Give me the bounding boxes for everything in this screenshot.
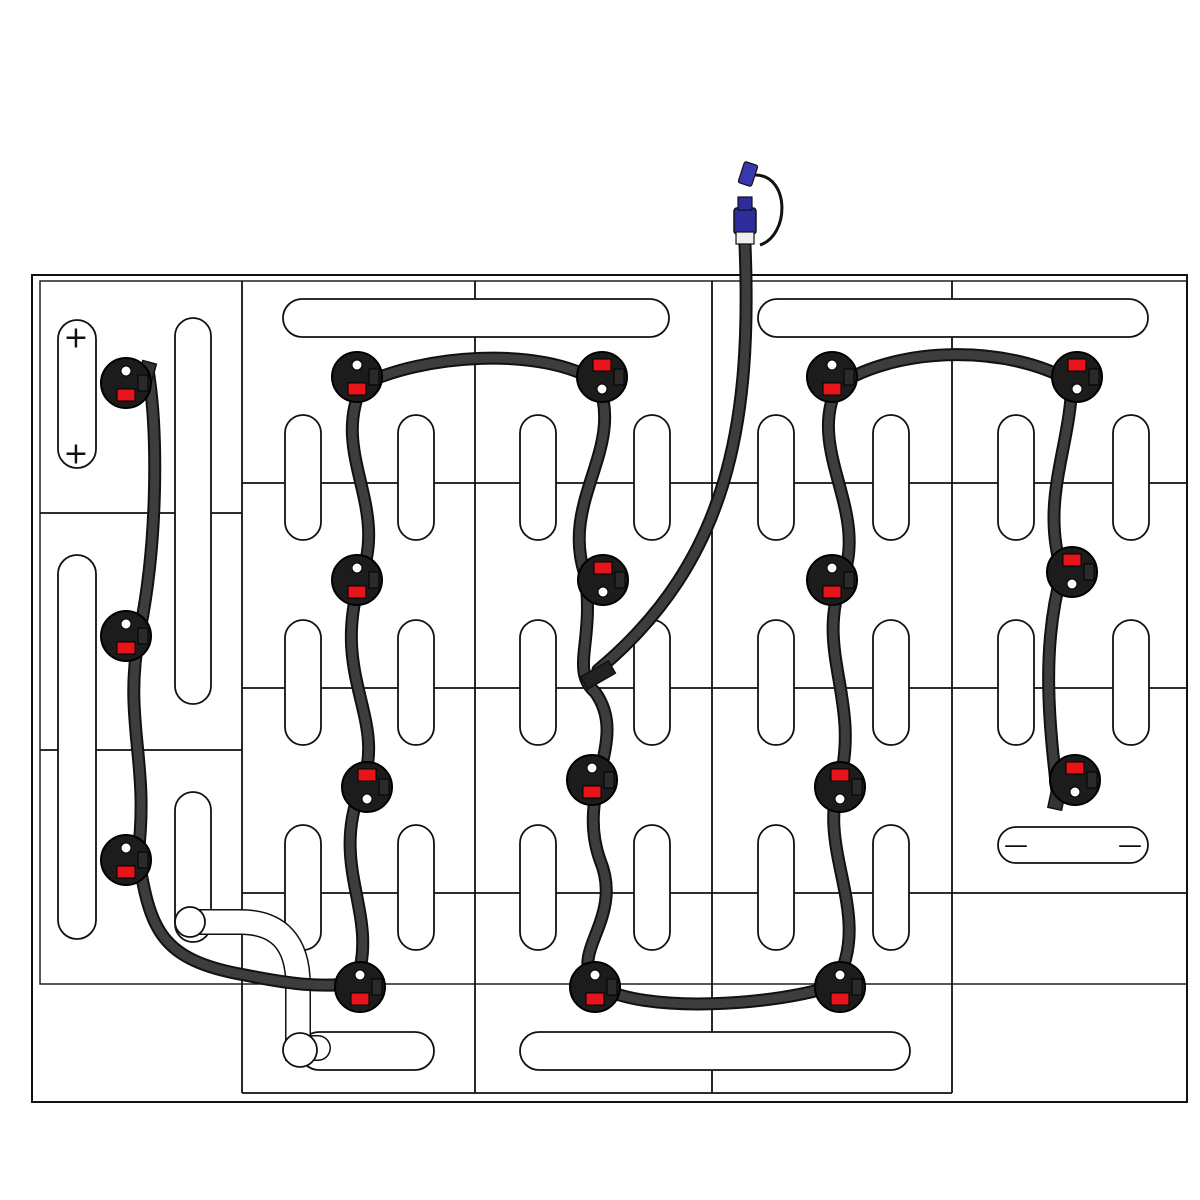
dust-cap-icon[interactable] bbox=[737, 161, 759, 187]
float-valve-icon bbox=[100, 834, 152, 886]
cell-slots bbox=[57, 298, 1150, 1071]
float-valves bbox=[100, 351, 1103, 1013]
hose-fill-line bbox=[579, 238, 753, 691]
float-valve-icon bbox=[814, 761, 866, 813]
float-valve-icon bbox=[100, 357, 152, 409]
float-valve-icon bbox=[1049, 754, 1101, 806]
float-valve-icon bbox=[576, 351, 628, 403]
float-valve-icon bbox=[569, 961, 621, 1013]
float-valve-icon bbox=[814, 961, 866, 1013]
float-valve-icon bbox=[806, 351, 858, 403]
hose-left-column bbox=[127, 363, 363, 992]
negative-terminal-left: — bbox=[1004, 831, 1028, 859]
float-valve-icon bbox=[334, 961, 386, 1013]
float-valve-icon bbox=[331, 554, 383, 606]
terminal-labels: + + — — bbox=[63, 321, 1142, 860]
float-valve-icon bbox=[331, 351, 383, 403]
float-valve-icon bbox=[100, 610, 152, 662]
negative-terminal-right: — bbox=[1118, 831, 1142, 859]
quick-connect-icon[interactable] bbox=[733, 207, 757, 235]
float-valve-icon bbox=[341, 761, 393, 813]
float-valve-icon bbox=[1046, 546, 1098, 598]
float-valve-icon bbox=[806, 554, 858, 606]
fill-connector[interactable] bbox=[733, 161, 784, 247]
float-valve-icon bbox=[577, 554, 629, 606]
positive-terminal-top: + bbox=[63, 321, 88, 356]
hose-fourth-column bbox=[822, 348, 1079, 992]
positive-terminal-bottom: + bbox=[63, 437, 88, 472]
hose-second-column bbox=[343, 351, 605, 990]
float-valve-icon bbox=[566, 754, 618, 806]
float-valve-icon bbox=[1051, 351, 1103, 403]
hose-third-column bbox=[572, 375, 842, 1011]
